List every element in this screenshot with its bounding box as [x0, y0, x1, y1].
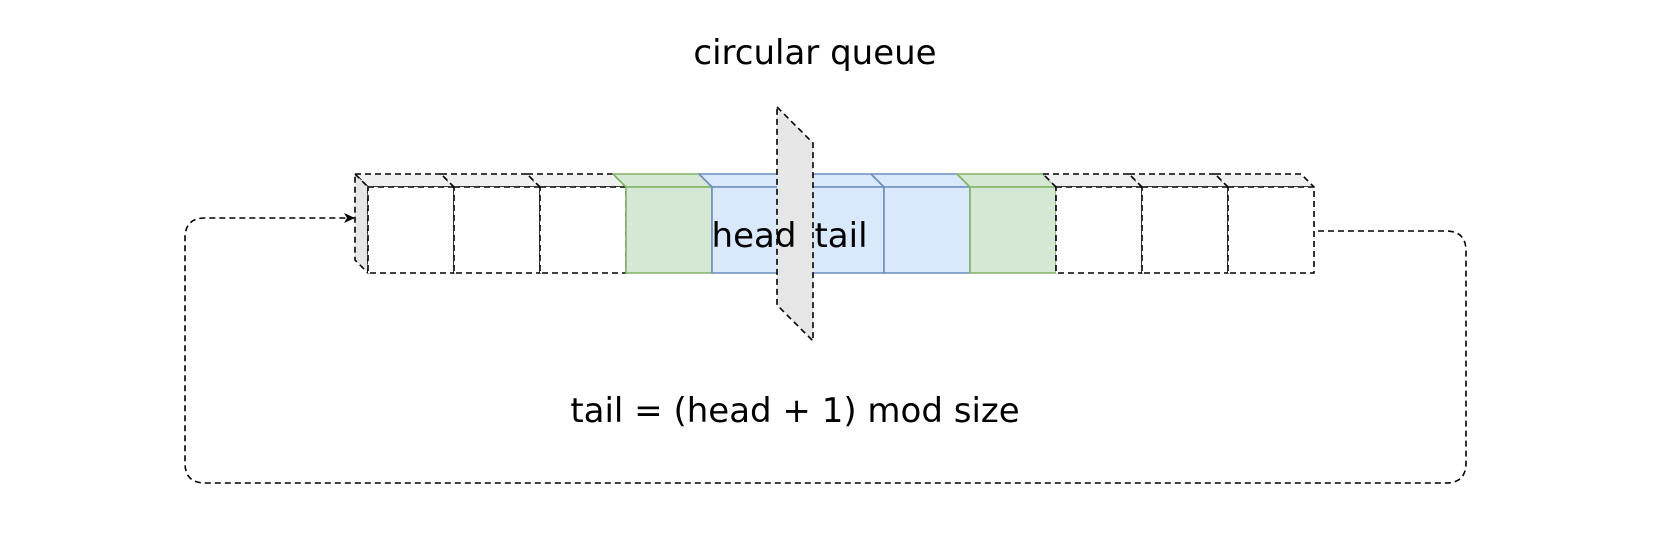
- cell-front-face: [539, 186, 627, 274]
- formula-text: tail = (head + 1) mod size: [570, 391, 1019, 431]
- cell-top-face: [354, 173, 455, 188]
- cell-top-face: [1128, 173, 1229, 188]
- cell-front-face: [1227, 186, 1315, 274]
- cell-front-face: [1141, 186, 1229, 274]
- cell-front-face: [883, 186, 971, 274]
- cell-front-face: [367, 186, 455, 274]
- head-label: head: [712, 216, 797, 256]
- head-tail-divider-plane: [776, 105, 814, 343]
- tail-label: tail: [814, 216, 867, 256]
- cell-top-face: [440, 173, 541, 188]
- cell-front-face: [453, 186, 541, 274]
- queue-cell-green: [612, 173, 713, 274]
- queue-cell-green: [956, 173, 1057, 274]
- queue-cell-empty: [1214, 173, 1315, 274]
- diagram-title: circular queue: [693, 33, 936, 73]
- cell-front-face: [625, 186, 713, 274]
- queue-cell-empty: [526, 173, 627, 274]
- cell-top-face: [1214, 173, 1315, 188]
- queue-cell-empty: [1042, 173, 1143, 274]
- cell-top-face: [612, 173, 713, 188]
- cell-front-face: [969, 186, 1057, 274]
- cell-side-face: [354, 173, 369, 274]
- cell-top-face: [1042, 173, 1143, 188]
- cell-top-face: [870, 173, 971, 188]
- cell-top-face: [956, 173, 1057, 188]
- queue-cell-empty: [1128, 173, 1229, 274]
- queue-cell-empty: [440, 173, 541, 274]
- queue-cell-empty: [354, 173, 455, 274]
- queue-cell-blue: [870, 173, 971, 274]
- cell-front-face: [1055, 186, 1143, 274]
- wrap-around-connector: [184, 213, 1467, 484]
- cell-top-face: [526, 173, 627, 188]
